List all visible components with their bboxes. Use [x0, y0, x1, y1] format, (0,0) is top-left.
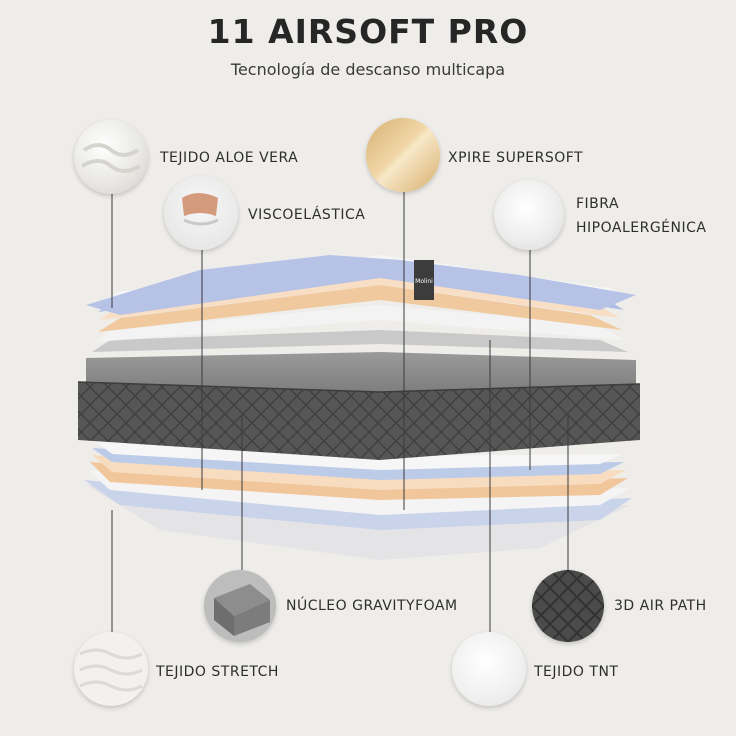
brand-tag-text: Molini — [415, 278, 433, 285]
layer-bottom-orange-1 — [90, 462, 628, 500]
nucleo-swatch — [204, 570, 276, 642]
layer-bottom-white-1 — [88, 470, 630, 515]
core-top-band — [86, 352, 636, 392]
stretch-texture-icon — [79, 648, 143, 692]
quilt-pattern-icon — [532, 570, 604, 642]
visco-swatch — [164, 176, 238, 250]
label-viscoelastica: VISCOELÁSTICA — [248, 207, 366, 223]
airpath-swatch — [532, 570, 604, 642]
label-aloe-vera: TEJIDO ALOE VERA — [160, 150, 299, 166]
foam-block-icon — [214, 584, 270, 636]
page-subtitle: Tecnología de descanso multicapa — [230, 60, 506, 79]
layer-bottom-blue-1 — [84, 480, 632, 530]
layer-top-grey-2 — [92, 330, 628, 352]
page-title: 11 AIRSOFT PRO — [207, 12, 529, 51]
layer-bottom-peach — [92, 455, 626, 490]
tnt-swatch — [452, 632, 526, 706]
label-fibra-line1: FIBRA — [576, 196, 620, 212]
layer-top-blue-1 — [86, 255, 636, 315]
xpire-swatch — [366, 118, 440, 192]
label-tejido-tnt: TEJIDO TNT — [534, 664, 619, 680]
label-3d-air-path: 3D AIR PATH — [614, 598, 707, 614]
stretch-swatch — [74, 632, 148, 706]
label-fibra-line2: HIPOALERGÉNICA — [576, 220, 707, 236]
label-tejido-stretch: TEJIDO STRETCH — [156, 664, 279, 680]
brand-tag — [414, 260, 434, 300]
leader-lines — [111, 185, 569, 632]
label-nucleo-gravityfoam: NÚCLEO GRAVITYFOAM — [286, 598, 458, 614]
hand-pressing-icon — [182, 193, 219, 226]
aloe-texture-icon — [80, 143, 142, 173]
layer-top-orange — [98, 285, 622, 332]
core-quilted-side — [78, 382, 640, 460]
aloe-vera-swatch — [74, 120, 148, 194]
layer-bottom-blue-2 — [92, 448, 624, 480]
label-xpire-supersoft: XPIRE SUPERSOFT — [448, 150, 584, 166]
fibra-swatch — [494, 180, 564, 250]
